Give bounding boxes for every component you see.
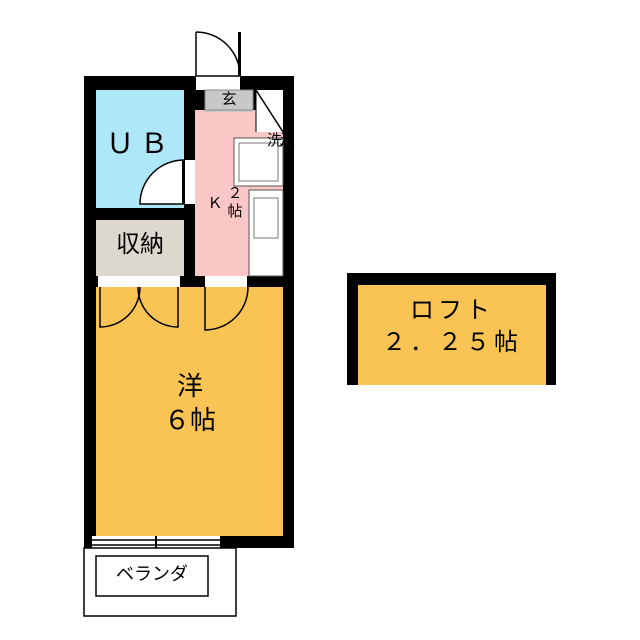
kitchen-label-k: Ｋ [207, 194, 223, 212]
laundry-label: 洗濯 [266, 131, 295, 149]
laundry-divider [255, 89, 284, 133]
bath-door-swing [139, 159, 185, 205]
kitchen-label-size: ２ [227, 184, 243, 202]
storage-opening [98, 276, 180, 287]
loft-label-line1: ロフト [410, 296, 494, 324]
front-door-leaf [238, 32, 241, 76]
western-label-line1: 洋 [176, 372, 203, 402]
loft-floor [358, 285, 546, 385]
entrance-opening [196, 76, 240, 90]
front-door-swing [195, 31, 241, 77]
unit-bath-label: ＵＢ [105, 127, 174, 160]
western-room-area [96, 287, 283, 536]
kitchen-door-swing [204, 286, 249, 331]
western-label-line2: ６帖 [163, 406, 216, 436]
balcony-inner [95, 555, 209, 597]
bath-door-opening [184, 160, 195, 204]
kitchen-sink [253, 197, 279, 239]
storage-door-right [137, 286, 179, 328]
kitchen-door-opening [205, 276, 247, 287]
storage-area [96, 220, 184, 276]
loft-label-line2: ２．２５帖 [382, 328, 522, 356]
bath-door-leaf [182, 160, 185, 204]
entrance-label: 玄 [221, 90, 237, 108]
fridge-inner [238, 142, 279, 182]
kitchen-label-unit: 帖 [227, 202, 243, 220]
balcony-label: ベランダ [116, 564, 188, 585]
entrance-box [204, 89, 254, 111]
storage-label: 収納 [116, 230, 164, 258]
